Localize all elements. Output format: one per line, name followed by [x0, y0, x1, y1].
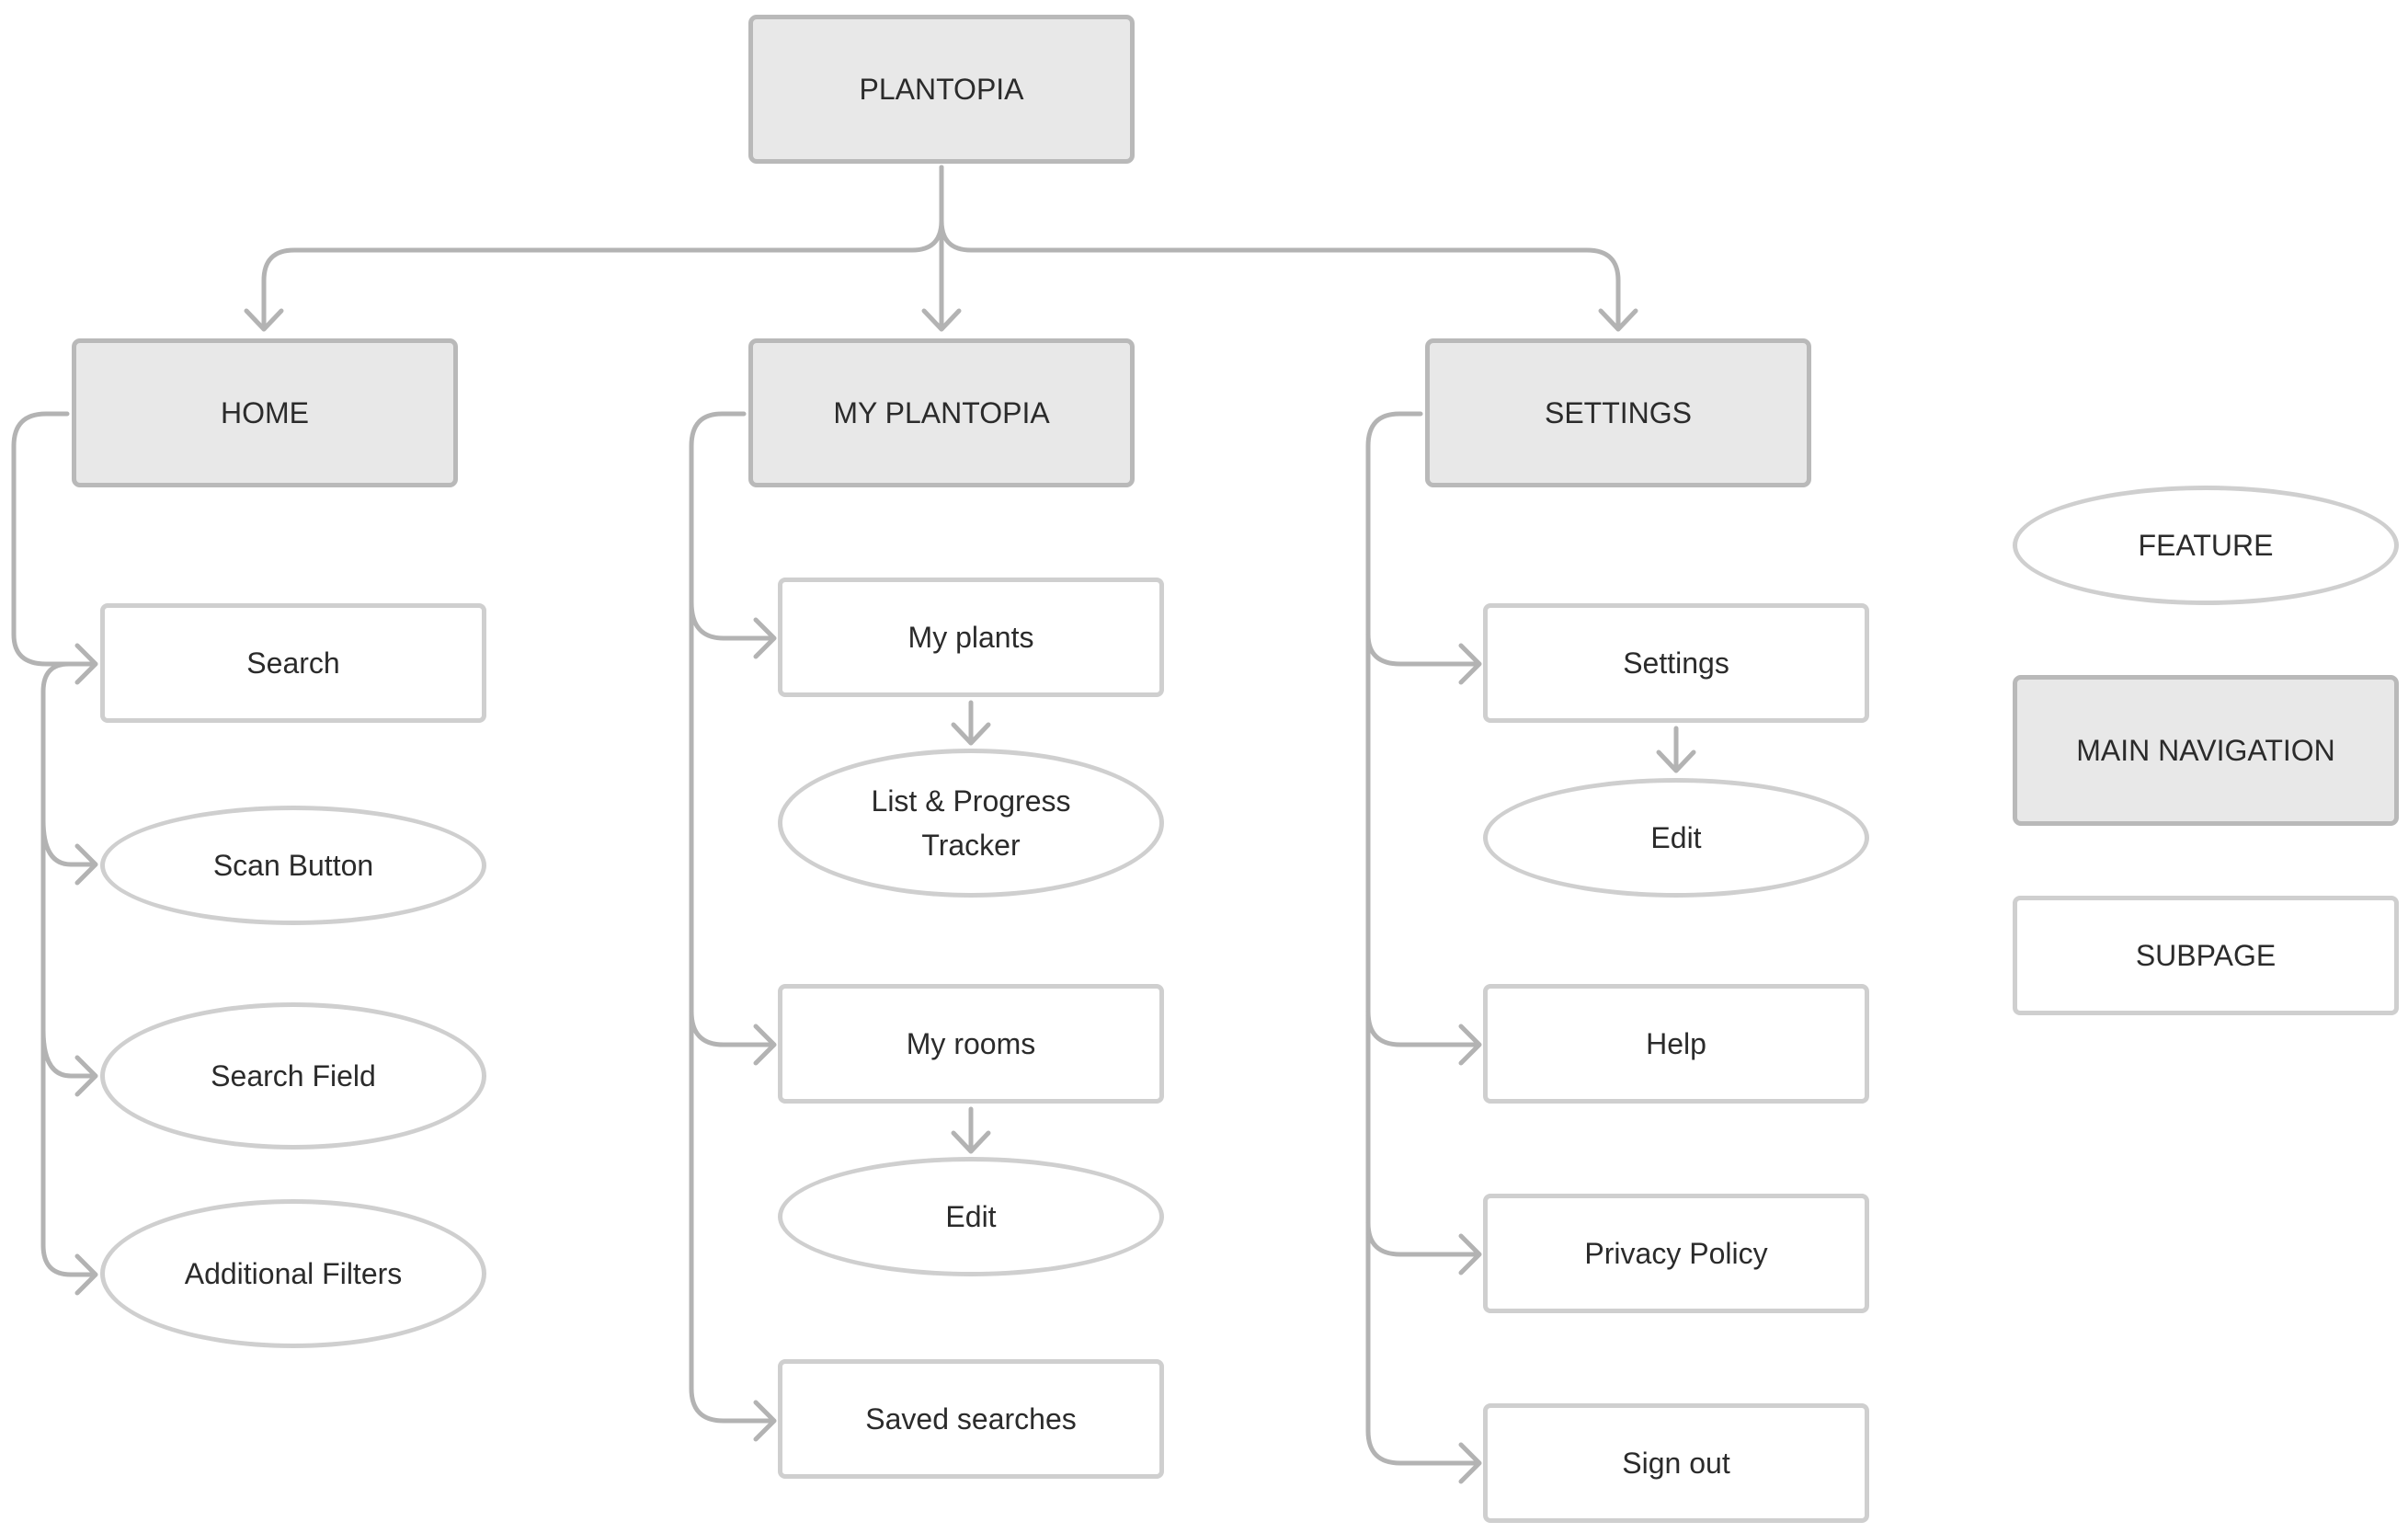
- node-sign-out-label: Sign out: [1622, 1447, 1730, 1480]
- node-my-plants: My plants: [778, 578, 1164, 697]
- node-additional-filters: Additional Filters: [100, 1199, 486, 1348]
- node-home-label: HOME: [221, 396, 309, 429]
- node-my-plantopia: MY PLANTOPIA: [748, 338, 1135, 487]
- node-privacy-policy: Privacy Policy: [1483, 1194, 1869, 1313]
- node-settings-label: Settings: [1623, 646, 1729, 680]
- legend-subpage: SUBPAGE: [2013, 896, 2399, 1015]
- legend-feature-label: FEATURE: [2138, 529, 2274, 562]
- node-help: Help: [1483, 984, 1869, 1104]
- node-rooms-edit: Edit: [778, 1157, 1164, 1276]
- node-scan-button-label: Scan Button: [212, 849, 374, 882]
- node-list-progress-tracker-label: List & Progress Tracker: [871, 784, 1071, 862]
- node-my-rooms-label: My rooms: [906, 1027, 1036, 1060]
- node-search-field-label: Search Field: [211, 1059, 376, 1093]
- legend-subpage-label: SUBPAGE: [2135, 939, 2277, 972]
- node-search: Search: [100, 603, 486, 723]
- legend-main-navigation-label: MAIN NAVIGATION: [2076, 734, 2335, 767]
- node-saved-searches: Saved searches: [778, 1359, 1164, 1479]
- node-plantopia-label: PLANTOPIA: [859, 73, 1024, 106]
- node-my-plantopia-label: MY PLANTOPIA: [833, 396, 1050, 429]
- node-privacy-policy-label: Privacy Policy: [1584, 1237, 1768, 1270]
- legend-feature: FEATURE: [2013, 486, 2399, 605]
- node-saved-searches-label: Saved searches: [865, 1402, 1077, 1436]
- node-search-field: Search Field: [100, 1002, 486, 1150]
- node-rooms-edit-label: Edit: [945, 1200, 997, 1233]
- node-settings-main: SETTINGS: [1425, 338, 1811, 487]
- node-sign-out: Sign out: [1483, 1403, 1869, 1523]
- node-my-plants-label: My plants: [907, 621, 1034, 654]
- node-settings-main-label: SETTINGS: [1544, 396, 1692, 429]
- node-plantopia: PLANTOPIA: [748, 15, 1135, 164]
- node-home: HOME: [72, 338, 458, 487]
- node-my-rooms: My rooms: [778, 984, 1164, 1104]
- node-scan-button: Scan Button: [100, 806, 486, 925]
- node-list-progress-tracker: List & Progress Tracker: [778, 749, 1164, 898]
- node-additional-filters-label: Additional Filters: [184, 1257, 403, 1290]
- node-settings-edit-label: Edit: [1650, 821, 1702, 854]
- node-search-label: Search: [246, 646, 340, 680]
- legend-main-navigation: MAIN NAVIGATION: [2013, 675, 2399, 826]
- node-settings-edit: Edit: [1483, 778, 1869, 898]
- node-help-label: Help: [1646, 1027, 1706, 1060]
- node-settings: Settings: [1483, 603, 1869, 723]
